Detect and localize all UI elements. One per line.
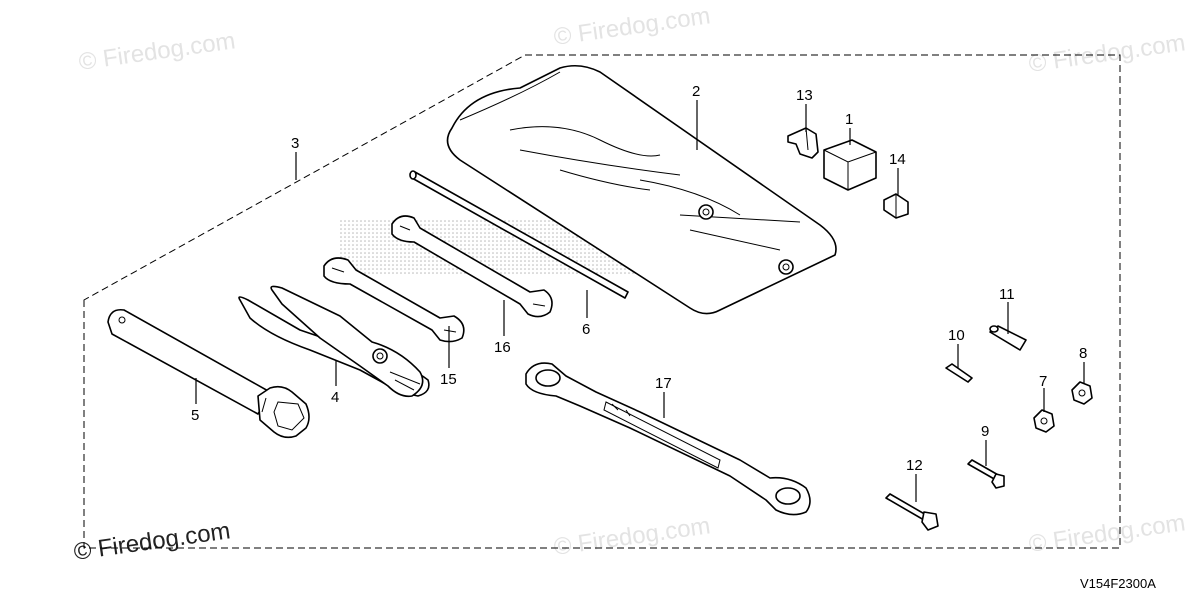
callout-3: 3	[291, 135, 299, 152]
callout-12: 12	[906, 457, 923, 474]
callout-16: 16	[494, 339, 511, 356]
wrench-short	[323, 257, 465, 343]
bolt-12	[885, 493, 939, 531]
callout-17: 17	[655, 375, 672, 392]
watermark-top-right: © Firedog.com	[1027, 29, 1187, 78]
tool-bag	[446, 64, 837, 315]
callout-4: 4	[331, 389, 339, 406]
callout-9: 9	[981, 423, 989, 440]
nut-7	[1033, 409, 1055, 433]
watermark-top-center: © Firedog.com	[552, 2, 712, 51]
leader-lines	[195, 100, 1085, 502]
fuse-block	[823, 139, 877, 191]
kit-boundary	[83, 54, 1121, 549]
diagram-code: V154F2300A	[1080, 576, 1156, 591]
bolt-9	[967, 459, 1005, 489]
watermark-bottom-right: © Firedog.com	[1027, 509, 1187, 558]
pin	[989, 325, 1027, 351]
watermark-top-left: © Firedog.com	[77, 27, 237, 76]
callout-2: 2	[692, 83, 700, 100]
callout-8: 8	[1079, 345, 1087, 362]
callout-6: 6	[582, 321, 590, 338]
watermark-bottom-center: © Firedog.com	[552, 512, 712, 561]
spark-plug-wrench	[107, 308, 310, 439]
callout-10: 10	[948, 327, 965, 344]
callout-13: 13	[796, 87, 813, 104]
fuse	[883, 193, 909, 219]
wrench-long	[391, 215, 553, 318]
tool-bar	[409, 170, 629, 299]
watermark-bottom-left: © Firedog.com	[72, 517, 232, 566]
callouts: 1 2 3 4 5 6 7 8 9 10 11 12 13 14 15 16 1…	[191, 83, 1087, 474]
callout-11: 11	[999, 286, 1015, 303]
watermark-group: © Firedog.com © Firedog.com © Firedog.co…	[72, 2, 1187, 566]
callout-5: 5	[191, 407, 199, 424]
callout-14: 14	[889, 151, 906, 168]
cotter-pin	[945, 363, 973, 383]
pliers	[238, 285, 430, 398]
connector	[787, 127, 819, 159]
callout-7: 7	[1039, 373, 1047, 390]
callout-15: 15	[440, 371, 457, 388]
ring-wrench	[525, 362, 811, 516]
nut-8	[1071, 381, 1093, 405]
callout-1: 1	[845, 111, 853, 128]
